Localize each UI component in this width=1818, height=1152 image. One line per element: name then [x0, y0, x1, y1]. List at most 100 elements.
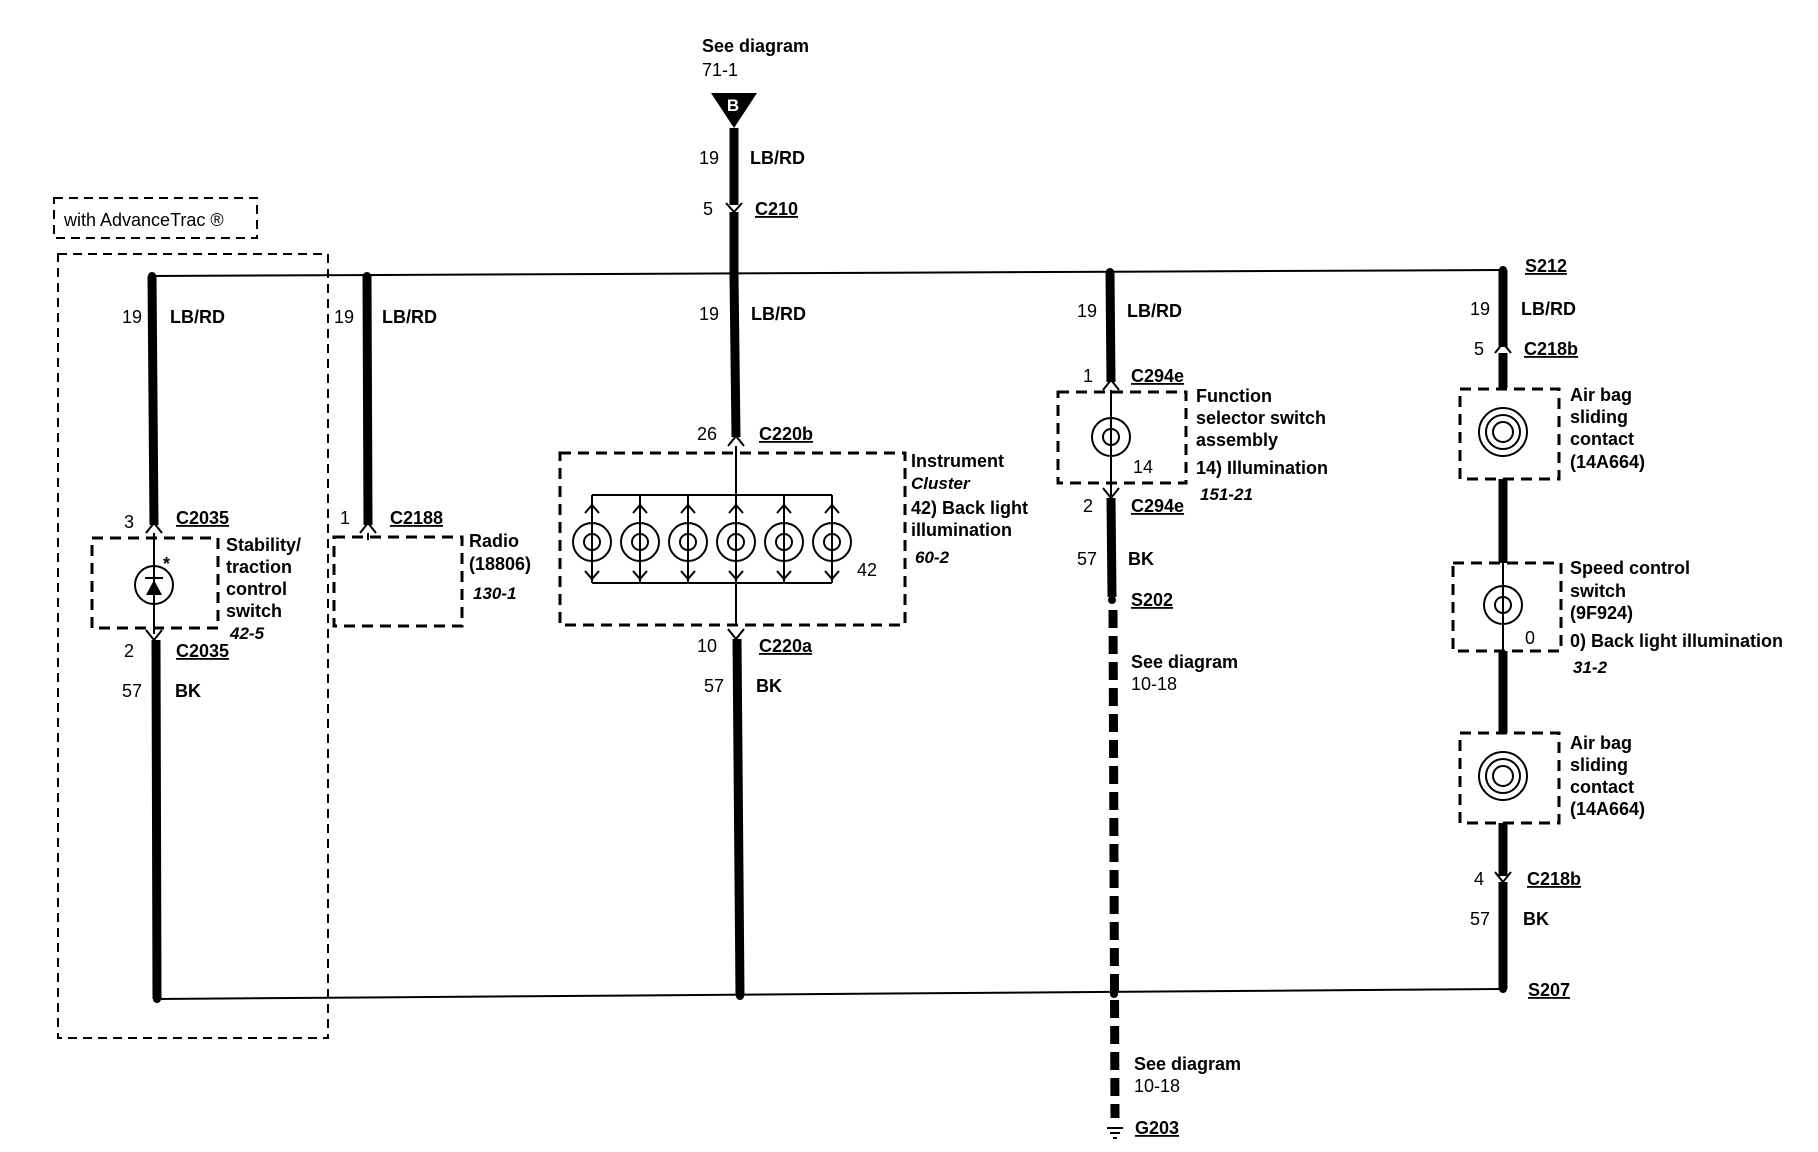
function-label-1: Function — [1196, 386, 1272, 406]
function-ref: 151-21 — [1200, 485, 1253, 504]
clockspring-bottom-icon — [1478, 751, 1528, 801]
speed-control-label-3: (9F924) — [1570, 603, 1633, 623]
airbag-top-label-1: Air bag — [1570, 385, 1632, 405]
stability-label-1: Stability/ — [226, 535, 301, 555]
steering-wheel-branch: 19 LB/RD 5 C218b Air bag sliding contact… — [1451, 270, 1783, 989]
cluster-box — [558, 451, 907, 627]
radio-ref: 130-1 — [473, 584, 516, 603]
top-see-diagram: See diagram — [702, 36, 809, 56]
speed-control-box — [1451, 561, 1563, 653]
stability-ref: 42-5 — [229, 624, 265, 643]
stability-bottom-pin: 2 — [124, 641, 134, 661]
see-diagram-a: See diagram — [1131, 652, 1238, 672]
function-label-3: assembly — [1196, 430, 1278, 450]
cluster-label-2: Cluster — [911, 474, 971, 493]
speed-control-inner-pin: 0 — [1525, 628, 1535, 648]
c218b-top-connector: C218b — [1524, 339, 1578, 359]
c218b-top-pin: 5 — [1474, 339, 1484, 359]
trunk-wire-number: 19 — [699, 148, 719, 168]
airbag-top-box — [1458, 387, 1561, 481]
c210-pin: 5 — [703, 199, 713, 219]
cluster-bottom-connector: C220a — [759, 636, 813, 656]
top-splice-bus — [151, 269, 1504, 277]
function-top-connector: C294e — [1131, 366, 1184, 386]
speed-control-label-2: switch — [1570, 581, 1626, 601]
see-diagram-a-page: 10-18 — [1131, 674, 1177, 694]
function-bottom-connector: C294e — [1131, 496, 1184, 516]
cluster-bulb-4 — [716, 495, 756, 583]
stability-top-connector: C2035 — [176, 508, 229, 528]
s207-splice: S207 — [1528, 980, 1570, 1000]
stability-switch-branch: 19 LB/RD 3 C2035 * 2 C2035 57 BK Stabili… — [90, 275, 301, 1000]
ground-icon — [1107, 1127, 1123, 1139]
svg-text:BK: BK — [756, 676, 782, 696]
svg-text:19: 19 — [122, 307, 142, 327]
svg-text:19: 19 — [1470, 299, 1490, 319]
airbag-top-label-2: sliding — [1570, 407, 1628, 427]
cluster-top-connector: C220b — [759, 424, 813, 444]
speed-control-bulb — [1483, 585, 1523, 625]
cluster-label-4: illumination — [911, 520, 1012, 540]
svg-text:BK: BK — [1523, 909, 1549, 929]
stability-top-pin: 3 — [124, 512, 134, 532]
radio-pin: 1 — [340, 508, 350, 528]
stability-label-4: switch — [226, 601, 282, 621]
function-switch-box — [1056, 390, 1188, 485]
top-see-page: 71-1 — [702, 60, 738, 80]
speed-control-ref: 31-2 — [1573, 658, 1608, 677]
see-diagram-b-page: 10-18 — [1134, 1076, 1180, 1096]
radio-label-2: (18806) — [469, 554, 531, 574]
svg-text:19: 19 — [699, 304, 719, 324]
svg-text:LB/RD: LB/RD — [382, 307, 437, 327]
svg-text:*: * — [163, 554, 170, 574]
svg-text:19: 19 — [334, 307, 354, 327]
c218b-bottom-connector: C218b — [1527, 869, 1581, 889]
airbag-bottom-label-1: Air bag — [1570, 733, 1632, 753]
bottom-ground-bus — [156, 988, 1504, 1000]
ground-wire-dashed — [1108, 609, 1120, 1119]
svg-text:LB/RD: LB/RD — [751, 304, 806, 324]
stability-bottom-connector: C2035 — [176, 641, 229, 661]
speed-control-label-1: Speed control — [1570, 558, 1690, 578]
svg-text:BK: BK — [175, 681, 201, 701]
radio-connector: C2188 — [390, 508, 443, 528]
svg-text:57: 57 — [122, 681, 142, 701]
cluster-ref: 60-2 — [915, 548, 950, 567]
airbag-top-label-3: contact — [1570, 429, 1634, 449]
cluster-label-1: Instrument — [911, 451, 1004, 471]
svg-text:57: 57 — [1470, 909, 1490, 929]
advancetrac-region-box — [57, 253, 329, 1039]
advancetrac-label: with AdvanceTrac ® — [63, 210, 224, 230]
cluster-bulb-3 — [668, 495, 708, 583]
function-bottom-pin: 2 — [1083, 496, 1093, 516]
s202-splice: S202 — [1131, 590, 1173, 610]
function-inner-pin: 14 — [1133, 457, 1153, 477]
cluster-bottom-pin: 10 — [697, 636, 717, 656]
function-label-4: 14) Illumination — [1196, 458, 1328, 478]
svg-text:57: 57 — [1077, 549, 1097, 569]
svg-text:BK: BK — [1128, 549, 1154, 569]
stability-label-2: traction — [226, 557, 292, 577]
stability-label-3: control — [226, 579, 287, 599]
cluster-bulb-1 — [572, 495, 612, 583]
cluster-bulb-2 — [620, 495, 660, 583]
svg-text:LB/RD: LB/RD — [1521, 299, 1576, 319]
svg-text:57: 57 — [704, 676, 724, 696]
svg-text:LB/RD: LB/RD — [1127, 301, 1182, 321]
function-illumination-bulb — [1091, 417, 1131, 457]
airbag-bottom-label-4: (14A664) — [1570, 799, 1645, 819]
cluster-inner-pin: 42 — [857, 560, 877, 580]
function-label-2: selector switch — [1196, 408, 1326, 428]
connector-b-letter: B — [727, 96, 739, 115]
radio-label-1: Radio — [469, 531, 519, 551]
see-diagram-b: See diagram — [1134, 1054, 1241, 1074]
advancetrac-label-box — [53, 197, 258, 239]
main-trunk-wire: 19 LB/RD 5 C210 — [699, 128, 805, 275]
radio-box — [332, 535, 464, 628]
airbag-bottom-label-3: contact — [1570, 777, 1634, 797]
cluster-bulb-6 — [812, 495, 852, 583]
clockspring-top-icon — [1478, 407, 1528, 457]
speed-control-label-4: 0) Back light illumination — [1570, 631, 1783, 651]
cluster-top-pin: 26 — [697, 424, 717, 444]
